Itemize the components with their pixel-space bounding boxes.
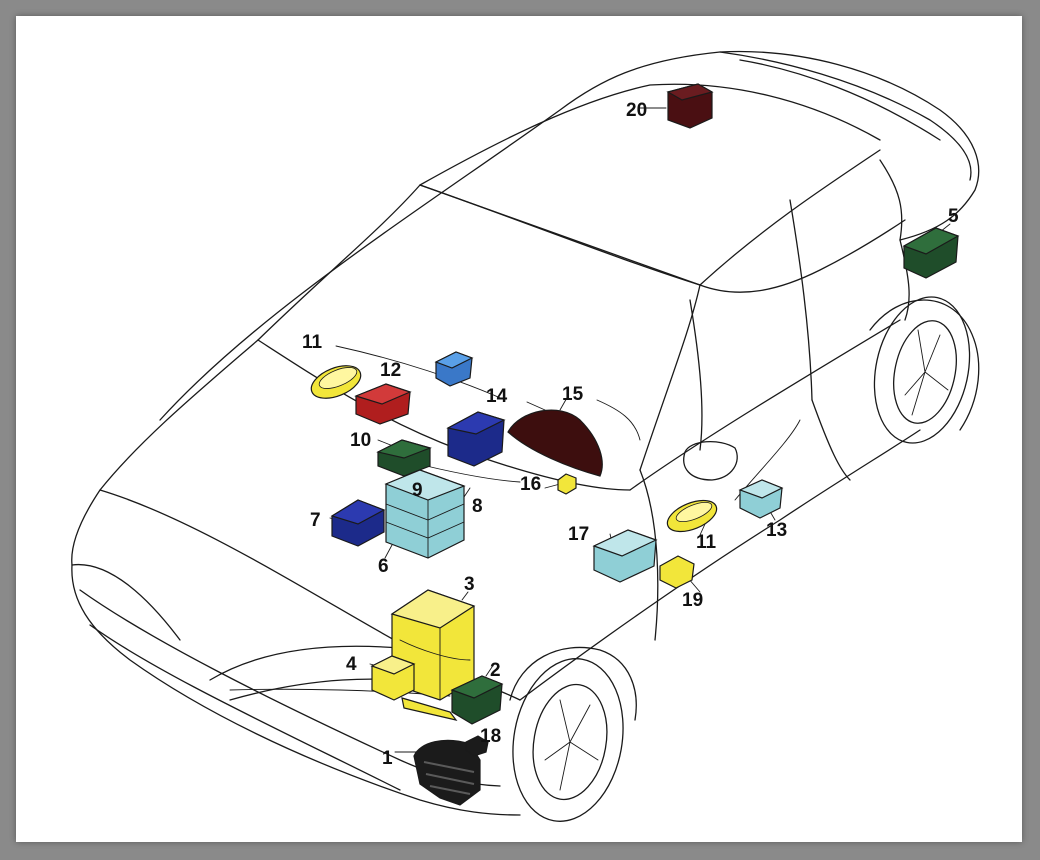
label-4: 4 [346, 654, 357, 675]
component-4[interactable] [370, 655, 458, 721]
label-10: 10 [350, 430, 371, 451]
label-13: 13 [766, 520, 787, 541]
label-6: 6 [378, 556, 389, 577]
component-12[interactable] [354, 383, 412, 425]
component-stack-6-8-9[interactable] [384, 469, 466, 559]
label-1: 1 [382, 748, 393, 769]
component-18[interactable] [465, 735, 489, 757]
component-13[interactable] [738, 479, 784, 519]
component-11-door[interactable] [663, 494, 721, 538]
label-12: 12 [380, 360, 401, 381]
labels: 20 5 11 12 14 15 10 16 9 8 7 6 17 11 13 … [302, 100, 959, 769]
label-17: 17 [568, 524, 589, 545]
label-20: 20 [626, 100, 647, 121]
component-7[interactable] [330, 499, 386, 547]
component-15[interactable] [507, 409, 603, 477]
component-20[interactable] [666, 83, 714, 129]
label-8: 8 [472, 496, 483, 517]
label-5: 5 [948, 206, 959, 227]
label-19: 19 [682, 590, 703, 611]
label-18: 18 [480, 726, 501, 747]
car-outline [71, 50, 980, 822]
component-11-hood[interactable] [307, 359, 366, 404]
diagram-frame: 20 5 11 12 14 15 10 16 9 8 7 6 17 11 13 … [16, 16, 1022, 842]
label-11-hood: 11 [302, 332, 323, 353]
component-14[interactable] [446, 411, 506, 467]
label-2: 2 [490, 660, 501, 681]
label-14: 14 [486, 386, 508, 407]
component-small-blue[interactable] [434, 351, 474, 387]
car-component-diagram: 20 5 11 12 14 15 10 16 9 8 7 6 17 11 13 … [71, 50, 980, 822]
component-16[interactable] [557, 473, 577, 495]
label-9: 9 [412, 480, 423, 501]
label-11-door: 11 [696, 532, 717, 553]
label-16: 16 [520, 474, 541, 495]
component-17[interactable] [592, 529, 658, 583]
label-15: 15 [562, 384, 584, 405]
component-5[interactable] [902, 227, 960, 279]
component-10[interactable] [376, 439, 432, 477]
component-1[interactable] [413, 739, 481, 806]
label-3: 3 [464, 574, 475, 595]
component-2[interactable] [450, 675, 504, 725]
component-19[interactable] [659, 555, 695, 589]
label-7: 7 [310, 510, 321, 531]
